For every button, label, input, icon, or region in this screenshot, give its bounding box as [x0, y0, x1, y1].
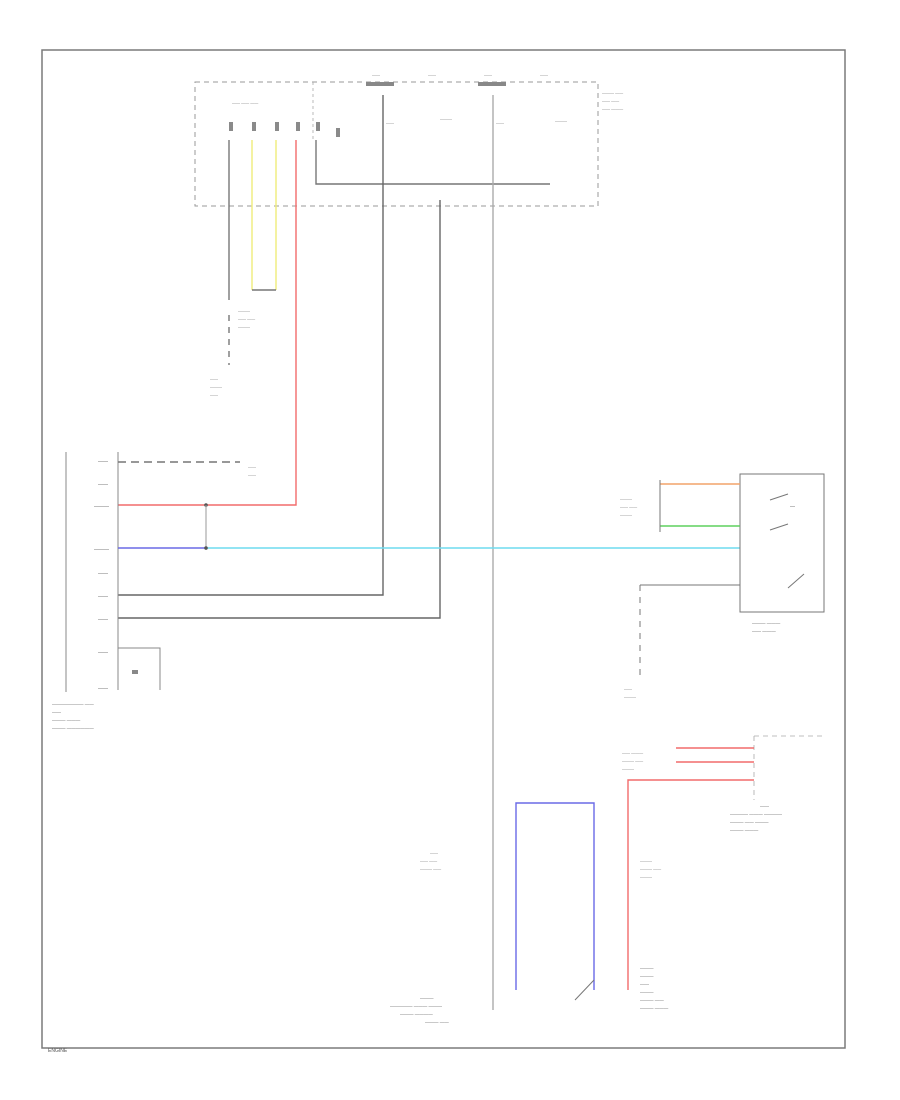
svg-text:————— ——— ———: ————— ——— ——— — [390, 1004, 443, 1009]
svg-text:———: ——— — [622, 766, 634, 771]
ecu-top-signal: —— —— — [118, 461, 256, 477]
svg-text:——: —— — [98, 686, 108, 692]
signal-wire — [118, 546, 740, 550]
svg-text:———: ——— — [624, 694, 636, 699]
diagram-frame — [41, 49, 846, 1049]
svg-text:———: ——— — [238, 308, 250, 313]
svg-text:—— ———: —— ——— — [602, 106, 623, 111]
svg-text:——— ——————: ——— —————— — [52, 726, 94, 731]
svg-text:——— ——: ——— —— — [602, 90, 623, 95]
red-splice — [204, 503, 208, 550]
left-ecu: —— —— ——— ——— —— —— —— —— —— ——————— —— … — [52, 452, 161, 731]
svg-text:———: ——— — [620, 496, 632, 501]
svg-text:—— ——: —— —— — [420, 858, 437, 863]
svg-text:———: ——— — [640, 858, 652, 863]
svg-text:—— —— ——: —— —— —— — [232, 100, 258, 105]
svg-text:———: ——— — [94, 547, 109, 553]
svg-text:———: ——— — [640, 874, 652, 879]
svg-text:——— ——: ——— —— — [640, 866, 661, 871]
svg-text:—— ——: —— —— — [238, 316, 255, 321]
svg-text:——: —— — [98, 650, 108, 656]
left-harness-labels: ——— —— —— ——— —— ——— —— — [210, 308, 255, 397]
svg-text:——: —— — [624, 686, 632, 691]
svg-text:—: — — [790, 504, 795, 510]
junction-wires — [118, 95, 550, 1010]
svg-text:——: —— — [248, 472, 256, 477]
svg-text:——— ———: ——— ——— — [730, 828, 759, 833]
svg-text:——: —— — [98, 571, 108, 577]
svg-text:—— ———: —— ——— — [752, 629, 776, 634]
svg-text:——: —— — [98, 617, 108, 623]
svg-text:——: —— — [98, 459, 108, 465]
svg-text:——: —— — [386, 120, 394, 125]
svg-text:——: —— — [52, 710, 62, 715]
fuse-headers: —— —— —— —— ——— —— —— —— —— ——— — [366, 72, 623, 111]
right-switch: ——— —— —— ——— — ——— ——— —— ——— —— ——— — [620, 473, 825, 699]
svg-text:—— ———: —— ——— — [622, 750, 643, 755]
svg-text:——————— ——: ——————— —— — [52, 702, 94, 707]
svg-text:——: —— — [430, 850, 438, 855]
bottom-blue-loop: —— —— —— ——— —— ——— ——— —— ——— ——— —————… — [390, 802, 669, 1025]
svg-text:——: —— — [640, 982, 650, 987]
svg-text:——: —— — [760, 804, 770, 809]
svg-text:———: ——— — [440, 116, 452, 121]
lower-right-module: —— ——— ——— —— ——— —— ———— ——— ———— ——— —… — [622, 735, 825, 990]
svg-text:——: —— — [210, 392, 218, 397]
svg-text:———: ——— — [640, 974, 654, 979]
svg-text:——: —— — [372, 72, 380, 77]
svg-text:——— ——: ——— —— — [640, 998, 664, 1003]
svg-text:——— ——: ——— —— — [420, 866, 441, 871]
svg-text:——— ———: ——— ——— — [52, 718, 81, 723]
junction-block-outline — [194, 81, 599, 207]
svg-text:——: —— — [540, 72, 548, 77]
svg-text:———: ——— — [620, 512, 632, 517]
svg-text:——: —— — [484, 72, 492, 77]
svg-text:——— ———: ——— ——— — [640, 1006, 669, 1011]
svg-text:———: ——— — [420, 996, 434, 1001]
svg-text:——— ———: ——— ——— — [752, 621, 781, 626]
svg-text:———: ——— — [555, 118, 567, 123]
svg-text:———— ——— ————: ———— ——— ———— — [730, 812, 783, 817]
svg-text:——— ——: ——— —— — [622, 758, 643, 763]
svg-text:——— —— ———: ——— —— ——— — [730, 820, 769, 825]
svg-text:——: —— — [98, 482, 108, 488]
svg-text:———: ——— — [94, 504, 109, 510]
svg-text:——: —— — [98, 594, 108, 600]
svg-text:———: ——— — [640, 990, 654, 995]
svg-text:———: ——— — [640, 966, 654, 971]
svg-text:———: ——— — [238, 324, 250, 329]
svg-text:——: —— — [210, 376, 218, 381]
svg-text:——: —— — [496, 120, 504, 125]
svg-text:—— ——: —— —— — [620, 504, 637, 509]
svg-text:——— ————: ——— ———— — [400, 1012, 433, 1017]
svg-text:——: —— — [428, 72, 436, 77]
footer-code: ENGINE — [48, 1048, 68, 1054]
svg-text:———: ——— — [210, 384, 222, 389]
junction-internal-labels: —— —— —— —— ——— —— ——— — [229, 100, 567, 137]
svg-text:——— ——: ——— —— — [425, 1020, 449, 1025]
svg-text:——: —— — [248, 464, 256, 469]
svg-text:—— ——: —— —— — [602, 98, 619, 103]
